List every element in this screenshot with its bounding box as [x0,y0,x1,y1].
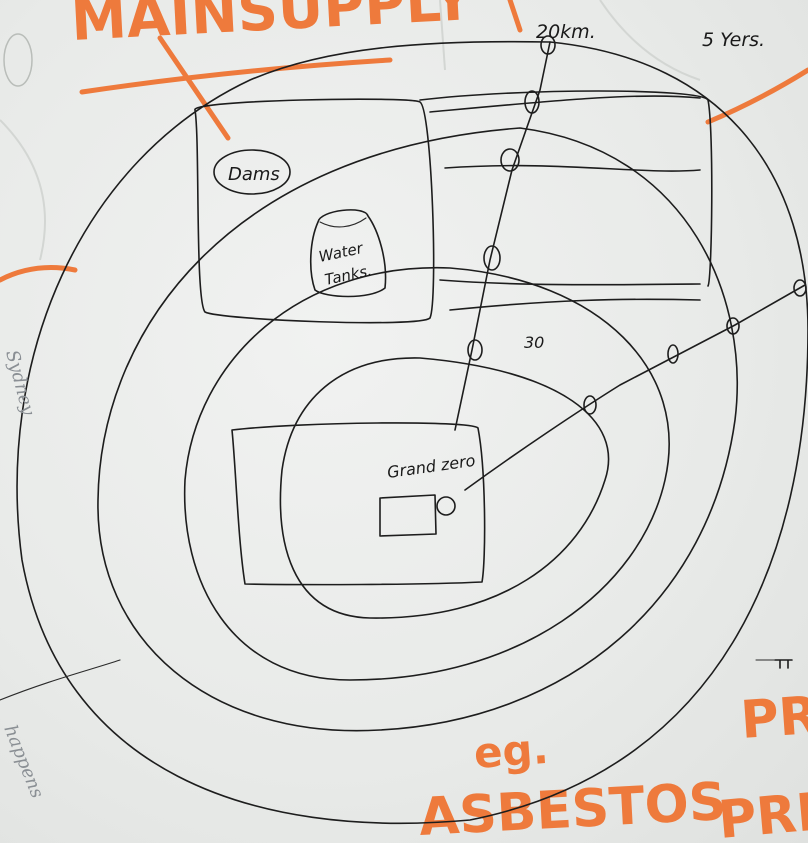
years-label: 5 Yers. [702,29,765,51]
ring-three [97,127,739,732]
distance-marker [793,279,807,297]
distance-marker [667,344,679,364]
sketch-line [439,279,701,286]
paper-fold [439,0,446,71]
water-tank-shape [309,209,387,298]
sketch-line [429,95,701,113]
radial-line-north [454,41,551,431]
paper-fold [0,119,46,261]
radial-line-east [464,284,806,491]
ring-label: 30 [524,333,544,352]
faint-circle [3,33,33,87]
header-underline [79,57,393,95]
ground-zero-point [436,496,456,516]
ground-zero-label: Grand zero [386,451,477,482]
distance-label: 20km. [536,21,596,43]
outer-ring [16,40,808,825]
dams-ellipse [213,149,291,195]
distance-marker [467,339,483,361]
left-margin-text: happens [0,722,48,801]
distance-marker [540,35,556,55]
ring-two [183,267,670,681]
ground-zero-building [379,494,437,537]
distance-marker [524,90,540,114]
asbestos-label: ASBESTOS [418,772,728,843]
pri-bottom-label: PRI [716,783,808,843]
eg-label: eg. [472,724,550,778]
small-mark [774,659,793,669]
sketch-line [449,298,701,311]
supply-box [194,98,435,324]
sketch-line [444,164,701,172]
left-orange-stroke [0,265,78,283]
ground-zero-box [231,422,486,586]
pri-top-label: PR [739,686,808,751]
distance-marker [583,395,597,415]
supply-box-right [419,90,713,287]
top-orange-stroke [507,0,523,33]
water-tanks-label-2: Tanks. [323,261,373,288]
sketch-line [0,659,121,701]
distance-marker [726,317,740,335]
header-text: MAINSUPPLY [69,0,475,54]
water-tank-lid [319,217,367,228]
distance-marker [483,245,501,271]
header-pointer [157,35,231,141]
water-tanks-label-1: Water [317,239,365,266]
paper-fold [599,0,701,81]
inner-ring [279,357,610,619]
dams-label: Dams [228,164,280,185]
right-orange-stroke [705,67,808,125]
distance-marker [500,148,520,172]
